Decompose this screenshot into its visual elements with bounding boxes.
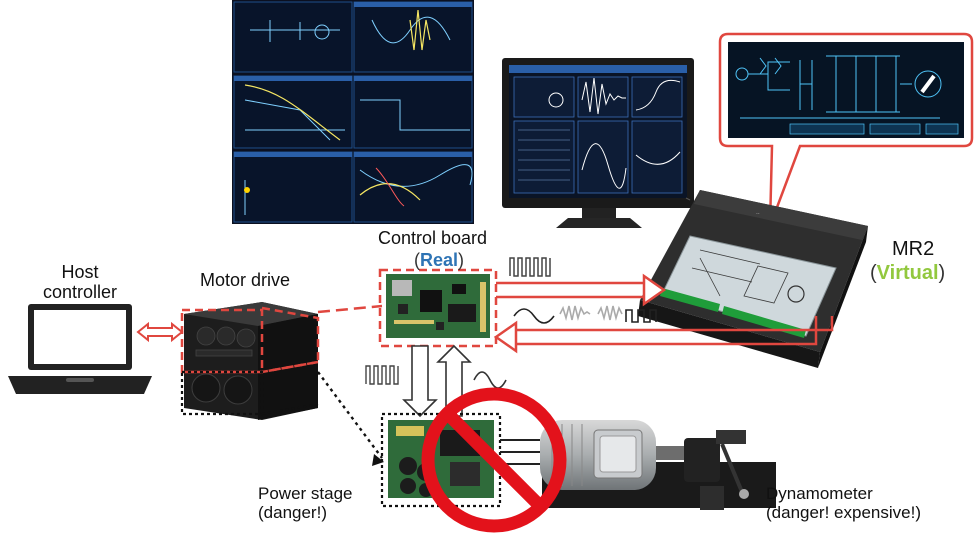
real-open-paren: ( xyxy=(414,250,420,270)
power-stage-label: Power stage (danger!) xyxy=(258,484,353,522)
laptop-icon xyxy=(8,304,152,394)
gate-signal-icon xyxy=(365,365,399,385)
monitor-icon xyxy=(502,58,694,228)
pwm-signal-icon xyxy=(509,257,551,277)
control-board-icon xyxy=(378,268,498,348)
power-label-line1: Power stage xyxy=(258,484,353,503)
dynamometer-icon xyxy=(540,420,776,510)
host-label-line2: controller xyxy=(42,282,118,303)
real-word: Real xyxy=(420,250,459,270)
software-screens-grid xyxy=(232,0,474,224)
real-tag: (Real) xyxy=(414,250,464,270)
virtual-open-paren: ( xyxy=(870,262,877,284)
real-close-paren: ) xyxy=(458,250,465,270)
dyno-label-line1: Dynamometer xyxy=(766,484,873,503)
power-label-line2: (danger!) xyxy=(258,503,327,523)
feedback-signals-icon xyxy=(513,305,657,324)
drive-to-board-link xyxy=(317,304,383,314)
dyno-label-line2: (danger! expensive!) xyxy=(766,503,921,523)
sense-signal-icon xyxy=(473,371,507,389)
board-mr2-links xyxy=(493,273,834,354)
host-label-line1: Host xyxy=(61,262,99,282)
virtual-schematic-callout xyxy=(718,32,974,227)
drive-to-power-link xyxy=(317,371,383,459)
motor-drive-label: Motor drive xyxy=(200,270,291,290)
dynamometer-label: Dynamometer (danger! expensive!) xyxy=(766,484,921,522)
mr2-label: MR2 xyxy=(892,238,935,260)
mr2-device-icon: ·· xyxy=(638,190,868,368)
svg-text:··: ·· xyxy=(756,211,760,218)
virtual-word: Virtual xyxy=(876,262,939,284)
host-drive-link xyxy=(136,321,184,343)
motor-drive-icon xyxy=(180,302,320,420)
prohibited-icon xyxy=(421,387,567,533)
host-controller-label: Host controller xyxy=(20,262,140,302)
virtual-close-paren: ) xyxy=(938,262,946,284)
virtual-tag: (Virtual) xyxy=(870,262,945,284)
power-stage-icon xyxy=(380,412,540,508)
control-board-label: Control board xyxy=(378,228,488,248)
drive-to-power-arrowhead xyxy=(372,454,384,466)
